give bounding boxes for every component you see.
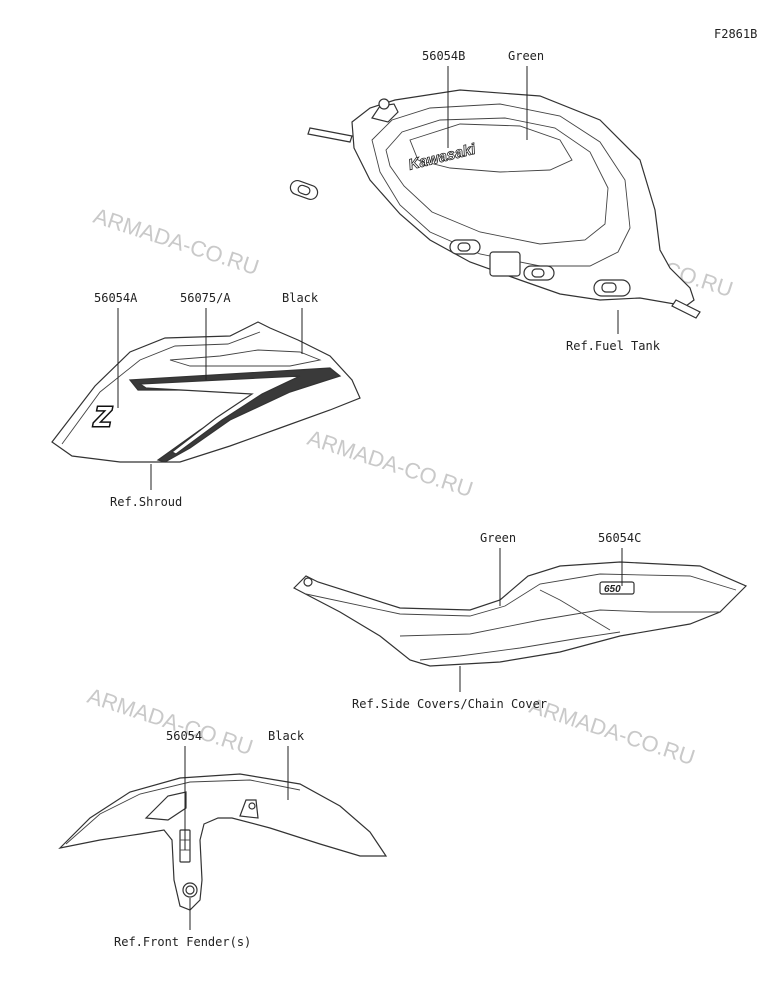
figure-code: F2861B (714, 27, 757, 41)
shroud-ref-label: Ref.Shroud (110, 495, 182, 509)
watermark-3: ARMADA-CO.RU (304, 425, 476, 502)
shroud-z-logo: Z (93, 401, 112, 432)
tank-color: Green (508, 49, 544, 63)
tank-part-number: 56054B (422, 49, 465, 63)
tank-mount-slots (289, 180, 631, 297)
shroud-part-number-a: 56054A (94, 291, 138, 305)
tank-ref-label: Ref.Fuel Tank (566, 339, 661, 353)
shroud-color: Black (282, 291, 319, 305)
watermark-1: ARMADA-CO.RU (90, 203, 262, 280)
fuel-tank-drawing: Kawasaki (289, 89, 701, 319)
shroud-part-number-b: 56075/A (180, 291, 231, 305)
watermark-4: ARMADA-CO.RU (84, 683, 256, 760)
shroud-drawing: Z (51, 321, 361, 463)
side-covers-part-number: 56054C (598, 531, 641, 545)
fender-ref-label: Ref.Front Fender(s) (114, 935, 251, 949)
watermark-5: ARMADA-CO.RU (526, 693, 698, 770)
fender-part-number: 56054 (166, 729, 202, 743)
side-cover-650-logo: 650 (604, 584, 621, 595)
fender-color: Black (268, 729, 305, 743)
side-covers-ref-label: Ref.Side Covers/Chain Cover (352, 697, 547, 711)
side-covers-drawing: 650 (292, 561, 748, 667)
front-fender-drawing (58, 773, 388, 911)
side-covers-color: Green (480, 531, 516, 545)
